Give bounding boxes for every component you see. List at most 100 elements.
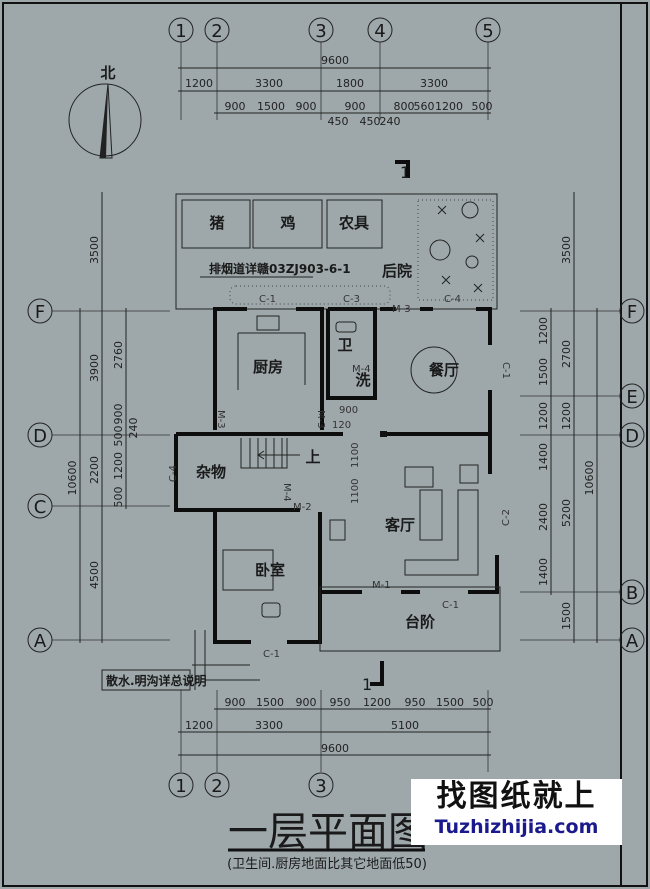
svg-text:4: 4 xyxy=(374,21,385,42)
svg-text:1200: 1200 xyxy=(112,452,125,480)
north-arrow: 北 xyxy=(68,64,142,159)
svg-text:800: 800 xyxy=(394,100,415,113)
svg-text:1: 1 xyxy=(362,675,372,694)
room-steps: 台阶 xyxy=(405,613,436,631)
svg-text:1: 1 xyxy=(400,163,410,182)
svg-text:9600: 9600 xyxy=(321,54,349,67)
svg-text:1200: 1200 xyxy=(435,100,463,113)
axis-bubble-5-top: 5 xyxy=(475,17,501,43)
svg-text:5: 5 xyxy=(482,21,493,42)
axis-bubble-2-bottom: 2 xyxy=(204,772,230,798)
svg-text:C-1: C-1 xyxy=(442,600,459,611)
svg-text:1100: 1100 xyxy=(350,443,361,468)
svg-text:1100: 1100 xyxy=(350,479,361,504)
svg-text:560: 560 xyxy=(414,100,435,113)
svg-text:900: 900 xyxy=(339,405,358,416)
svg-text:3300: 3300 xyxy=(420,77,448,90)
svg-text:1500: 1500 xyxy=(436,696,464,709)
svg-text:D: D xyxy=(625,426,639,447)
drawing-title: 一层平面图 xyxy=(228,809,428,855)
svg-text:1400: 1400 xyxy=(537,443,550,471)
opening-codes: C-1 C-3 C-4 M-3 M-3 M-3 M-4 C-1 C-4 M-4 … xyxy=(168,294,512,660)
svg-text:3300: 3300 xyxy=(255,77,283,90)
svg-text:1200: 1200 xyxy=(185,77,213,90)
svg-text:900: 900 xyxy=(225,696,246,709)
drawing-subtitle: (卫生间.厨房地面比其它地面低50) xyxy=(227,856,427,872)
watermark-logo: 找图纸就上 Tuzhizhijia.com xyxy=(411,779,622,845)
sofa-icon xyxy=(404,489,479,576)
armchair-icon xyxy=(404,466,434,488)
svg-text:1500: 1500 xyxy=(537,358,550,386)
svg-text:M-3: M-3 xyxy=(392,304,411,315)
svg-text:3900: 3900 xyxy=(88,354,101,382)
svg-text:3300: 3300 xyxy=(255,719,283,732)
svg-text:240: 240 xyxy=(127,418,140,439)
svg-text:5100: 5100 xyxy=(391,719,419,732)
room-wash: 洗 xyxy=(355,371,370,389)
svg-text:900: 900 xyxy=(345,100,366,113)
svg-text:1800: 1800 xyxy=(336,77,364,90)
svg-text:9600: 9600 xyxy=(321,742,349,755)
svg-text:C-3: C-3 xyxy=(343,294,360,305)
svg-text:1500: 1500 xyxy=(560,602,573,630)
tv-icon xyxy=(329,519,346,541)
dining-table-icon xyxy=(410,346,458,394)
svg-text:M-4: M-4 xyxy=(352,364,371,375)
svg-text:2700: 2700 xyxy=(560,340,573,368)
svg-text:D: D xyxy=(33,426,47,447)
svg-text:900: 900 xyxy=(296,100,317,113)
grid-lines xyxy=(52,42,620,772)
svg-text:240: 240 xyxy=(380,115,401,128)
dimensions-bottom: 900 1500 900 950 1200 950 1500 500 1200 … xyxy=(178,696,494,756)
room-storage: 杂物 xyxy=(196,463,226,481)
dimensions-top: 9600 1200 3300 1800 3300 900 1500 900 90… xyxy=(178,54,493,128)
svg-text:2: 2 xyxy=(211,776,222,797)
svg-text:C-1: C-1 xyxy=(263,649,280,660)
room-bedroom: 卧室 xyxy=(255,561,285,579)
bathtub-icon xyxy=(335,321,357,333)
svg-text:3: 3 xyxy=(315,21,326,42)
stair-up-label: 上 xyxy=(305,448,320,466)
svg-text:A: A xyxy=(626,631,639,652)
room-living: 客厅 xyxy=(384,516,415,534)
tree-icon xyxy=(429,201,485,293)
svg-text:4500: 4500 xyxy=(88,561,101,589)
axis-bubble-F-left: F xyxy=(27,298,53,324)
svg-text:900: 900 xyxy=(112,404,125,425)
room-kitchen: 厨房 xyxy=(253,358,283,376)
svg-text:500: 500 xyxy=(112,426,125,447)
svg-text:900: 900 xyxy=(296,696,317,709)
axis-bubble-D-left: D xyxy=(27,422,53,448)
section-mark-bottom: 1 xyxy=(362,661,384,694)
section-mark-top: 1 xyxy=(395,160,410,182)
room-tools: 农具 xyxy=(338,214,369,232)
side-table-icon xyxy=(459,464,479,484)
axis-bubble-F-right: F xyxy=(619,298,645,324)
svg-text:1: 1 xyxy=(175,21,186,42)
axis-bubble-D-right: D xyxy=(619,422,645,448)
svg-text:M-1: M-1 xyxy=(372,580,391,591)
axis-bubble-A-right: A xyxy=(619,627,645,653)
svg-text:A: A xyxy=(34,631,47,652)
axis-bubble-3-top: 3 xyxy=(308,17,334,43)
svg-text:950: 950 xyxy=(405,696,426,709)
svg-text:450: 450 xyxy=(328,115,349,128)
watermark-line2: Tuzhizhijia.com xyxy=(434,816,599,838)
svg-text:2200: 2200 xyxy=(88,456,101,484)
svg-text:1200: 1200 xyxy=(185,719,213,732)
axis-bubble-E-right: E xyxy=(619,383,645,409)
svg-text:3: 3 xyxy=(315,776,326,797)
svg-text:2760: 2760 xyxy=(112,341,125,369)
svg-text:C-4: C-4 xyxy=(444,294,461,305)
axis-bubble-3-bottom: 3 xyxy=(308,772,334,798)
svg-text:1200: 1200 xyxy=(537,402,550,430)
svg-text:950: 950 xyxy=(330,696,351,709)
svg-text:1: 1 xyxy=(175,776,186,797)
column xyxy=(380,431,387,437)
backyard-area xyxy=(175,193,498,310)
north-label: 北 xyxy=(100,64,115,82)
room-chicken: 鸡 xyxy=(279,214,295,232)
